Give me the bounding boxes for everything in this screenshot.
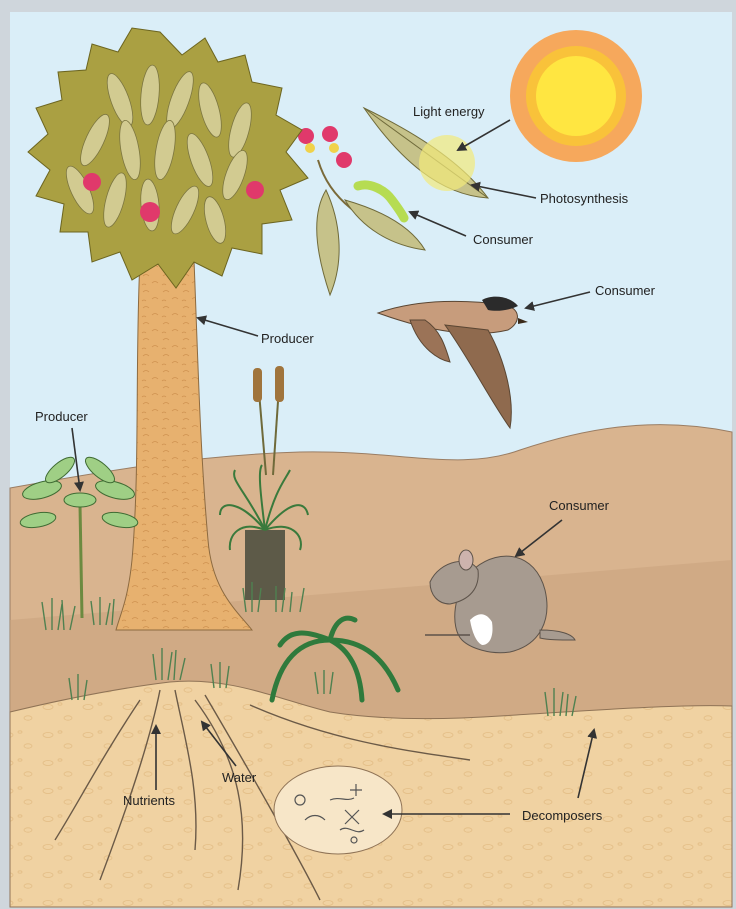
label-consumer-caterpillar: Consumer [473, 232, 534, 247]
label-consumer-bird: Consumer [595, 283, 656, 298]
label-nutrients: Nutrients [123, 793, 176, 808]
label-light-energy: Light energy [413, 104, 485, 119]
label-producer-shrub: Producer [35, 409, 88, 424]
label-consumer-mammal: Consumer [549, 498, 610, 513]
sun-icon [510, 30, 642, 162]
label-water: Water [222, 770, 257, 785]
decomposers-icon [274, 766, 402, 854]
label-decomposers: Decomposers [522, 808, 603, 823]
label-producer-tree: Producer [261, 331, 314, 346]
label-photosynthesis: Photosynthesis [540, 191, 629, 206]
